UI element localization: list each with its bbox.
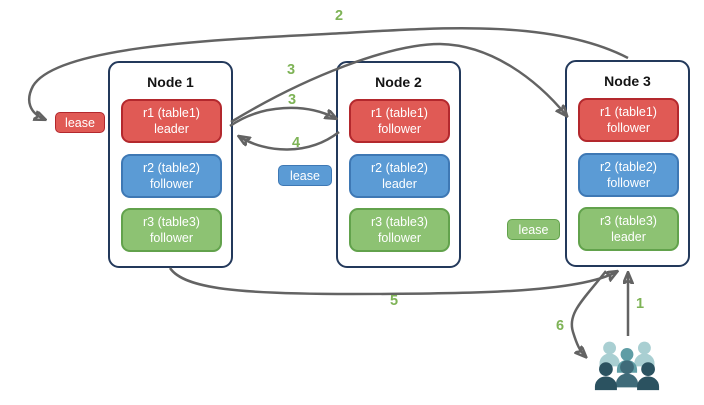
replica-role: follower — [149, 231, 194, 245]
step-label-3a: 3 — [286, 62, 296, 78]
lease-badge-green: lease — [507, 219, 560, 240]
replica-label: r2 (table2) — [371, 161, 428, 175]
node-2: Node 2 r1 (table1) follower r2 (table2) … — [336, 61, 461, 268]
replica-role: follower — [149, 177, 194, 191]
replica-label: r1 (table1) — [371, 106, 428, 120]
replica-role: follower — [606, 121, 651, 135]
node-1-replica-r2: r2 (table2) follower — [121, 154, 222, 198]
arrow-step3-node1-to-node2 — [229, 106, 335, 128]
replica-role: follower — [606, 176, 651, 190]
node-2-replica-r2: r2 (table2) leader — [349, 154, 450, 198]
replica-role: leader — [611, 230, 646, 244]
step-label-4: 4 — [291, 135, 301, 151]
node-2-replica-r3: r3 (table3) follower — [349, 208, 450, 252]
node-1-title: Node 1 — [147, 74, 194, 90]
replica-label: r2 (table2) — [143, 161, 200, 175]
replica-role: leader — [382, 177, 417, 191]
step-label-1: 1 — [635, 296, 645, 312]
step-label-5: 5 — [389, 293, 399, 309]
replica-label: r1 (table1) — [600, 105, 657, 119]
node-1-replica-r1: r1 (table1) leader — [121, 99, 222, 143]
node-3-replica-r1: r1 (table1) follower — [578, 98, 679, 142]
replica-role: follower — [377, 122, 422, 136]
replica-label: r2 (table2) — [600, 160, 657, 174]
node-1-replica-r3: r3 (table3) follower — [121, 208, 222, 252]
users-front-row — [594, 362, 660, 391]
node-3-title: Node 3 — [604, 73, 651, 89]
replica-label: r3 (table3) — [371, 215, 428, 229]
replica-label: r3 (table3) — [600, 214, 657, 228]
replica-label: r3 (table3) — [143, 215, 200, 229]
replica-role: leader — [154, 122, 189, 136]
node-1: Node 1 r1 (table1) leader r2 (table2) fo… — [108, 61, 233, 268]
step-label-2: 2 — [334, 8, 344, 24]
step-label-3b: 3 — [287, 92, 297, 108]
node-2-title: Node 2 — [375, 74, 422, 90]
lease-badge-blue: lease — [278, 165, 332, 186]
arrow-step4-node2-to-node1 — [240, 131, 340, 151]
node-3-replica-r3: r3 (table3) leader — [578, 207, 679, 251]
arrow-step5-node1-to-node3 — [168, 267, 616, 296]
node-2-replica-r1: r1 (table1) follower — [349, 99, 450, 143]
node-3-replica-r2: r2 (table2) follower — [578, 153, 679, 197]
lease-badge-red: lease — [55, 112, 105, 133]
replica-role: follower — [377, 231, 422, 245]
users-front-center-person — [616, 360, 638, 388]
step-label-6: 6 — [555, 318, 565, 334]
users-group-icon — [594, 341, 660, 391]
replica-label: r1 (table1) — [143, 106, 200, 120]
node-3: Node 3 r1 (table1) follower r2 (table2) … — [565, 60, 690, 267]
